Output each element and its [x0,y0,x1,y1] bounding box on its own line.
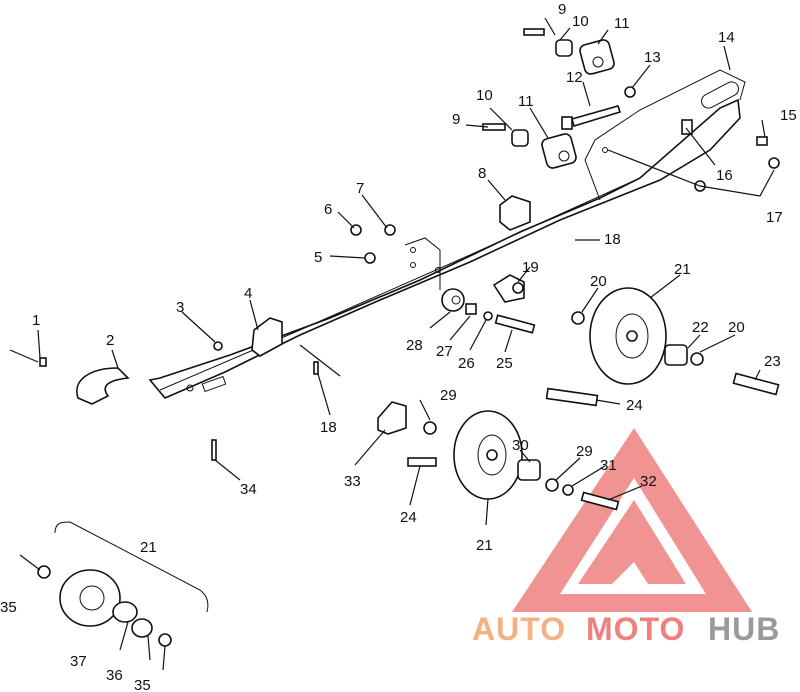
slide-rail [148,69,746,399]
callout-16: 16 [716,167,733,184]
callout-29-upper: 29 [440,387,457,404]
callout-8: 8 [478,165,486,182]
callout-32: 32 [640,473,657,490]
callout-13: 13 [644,49,661,66]
callout-20-upper: 20 [590,273,607,290]
callout-21-detail: 21 [140,539,157,556]
callout-10-lower: 10 [476,87,493,104]
callout-11-upper: 11 [614,15,630,32]
idler-wheel-21-right [589,287,667,385]
callout-11-lower: 11 [518,93,534,110]
spacer-30 [517,459,541,481]
callout-31: 31 [600,457,617,474]
callout-9-upper: 9 [558,1,566,18]
callout-6: 6 [324,201,332,218]
callout-18-upper: 18 [604,231,621,248]
watermark-logo [512,428,752,612]
callout-20-lower: 20 [728,319,745,336]
idler-wheel-21-center [453,410,523,500]
callout-10-upper: 10 [572,13,589,30]
callout-23: 23 [764,353,781,370]
washer-28 [441,288,465,312]
bracket-19 [492,274,525,303]
callout-36: 36 [106,667,123,684]
leader-lines [9,17,775,671]
callout-35-bottom: 35 [134,677,151,692]
callout-2: 2 [106,332,114,349]
callout-17: 17 [766,209,783,226]
callout-3: 3 [176,299,184,316]
idler-wheel-21-detail [37,521,209,647]
callout-28: 28 [406,337,423,354]
callout-27: 27 [436,343,453,360]
mount-block-4 [251,317,283,357]
spacer-22 [664,344,688,366]
spacer-10-lower [511,129,529,147]
callout-19: 19 [522,259,539,276]
callout-24-center: 24 [400,509,417,526]
callout-33: 33 [344,473,361,490]
fastener-small-parts [39,28,780,511]
watermark-hub: HUB [708,611,780,647]
callout-25: 25 [496,355,513,372]
callout-29-lower: 29 [576,443,593,460]
callout-26: 26 [458,355,475,372]
watermark-moto: MOTO [586,611,685,647]
callout-4: 4 [244,285,252,302]
bumper-11-lower [541,133,577,169]
callout-37: 37 [70,653,87,670]
callout-24-right: 24 [626,397,643,414]
callout-15: 15 [780,107,797,124]
callout-35-left: 35 [0,599,17,616]
callout-18-lower: 18 [320,419,337,436]
callout-9-lower: 9 [452,111,460,128]
callout-7: 7 [356,180,364,197]
callout-1: 1 [32,312,40,329]
spacer-10-upper [555,39,573,57]
rail-tip-cap [76,367,130,405]
callout-21-right: 21 [674,261,691,278]
callout-14: 14 [718,29,735,46]
callout-30: 30 [512,437,529,454]
mount-block-8 [499,195,531,231]
callout-5: 5 [314,249,322,266]
bumper-11-upper [579,39,615,75]
bracket-33 [377,401,407,435]
watermark-text: AUTO MOTO HUB [472,611,780,647]
callout-12: 12 [566,69,583,86]
callout-34: 34 [240,481,257,498]
watermark-auto: AUTO [472,611,566,647]
callout-21-center: 21 [476,537,493,554]
callout-22: 22 [692,319,709,336]
bolt-12 [561,105,622,130]
